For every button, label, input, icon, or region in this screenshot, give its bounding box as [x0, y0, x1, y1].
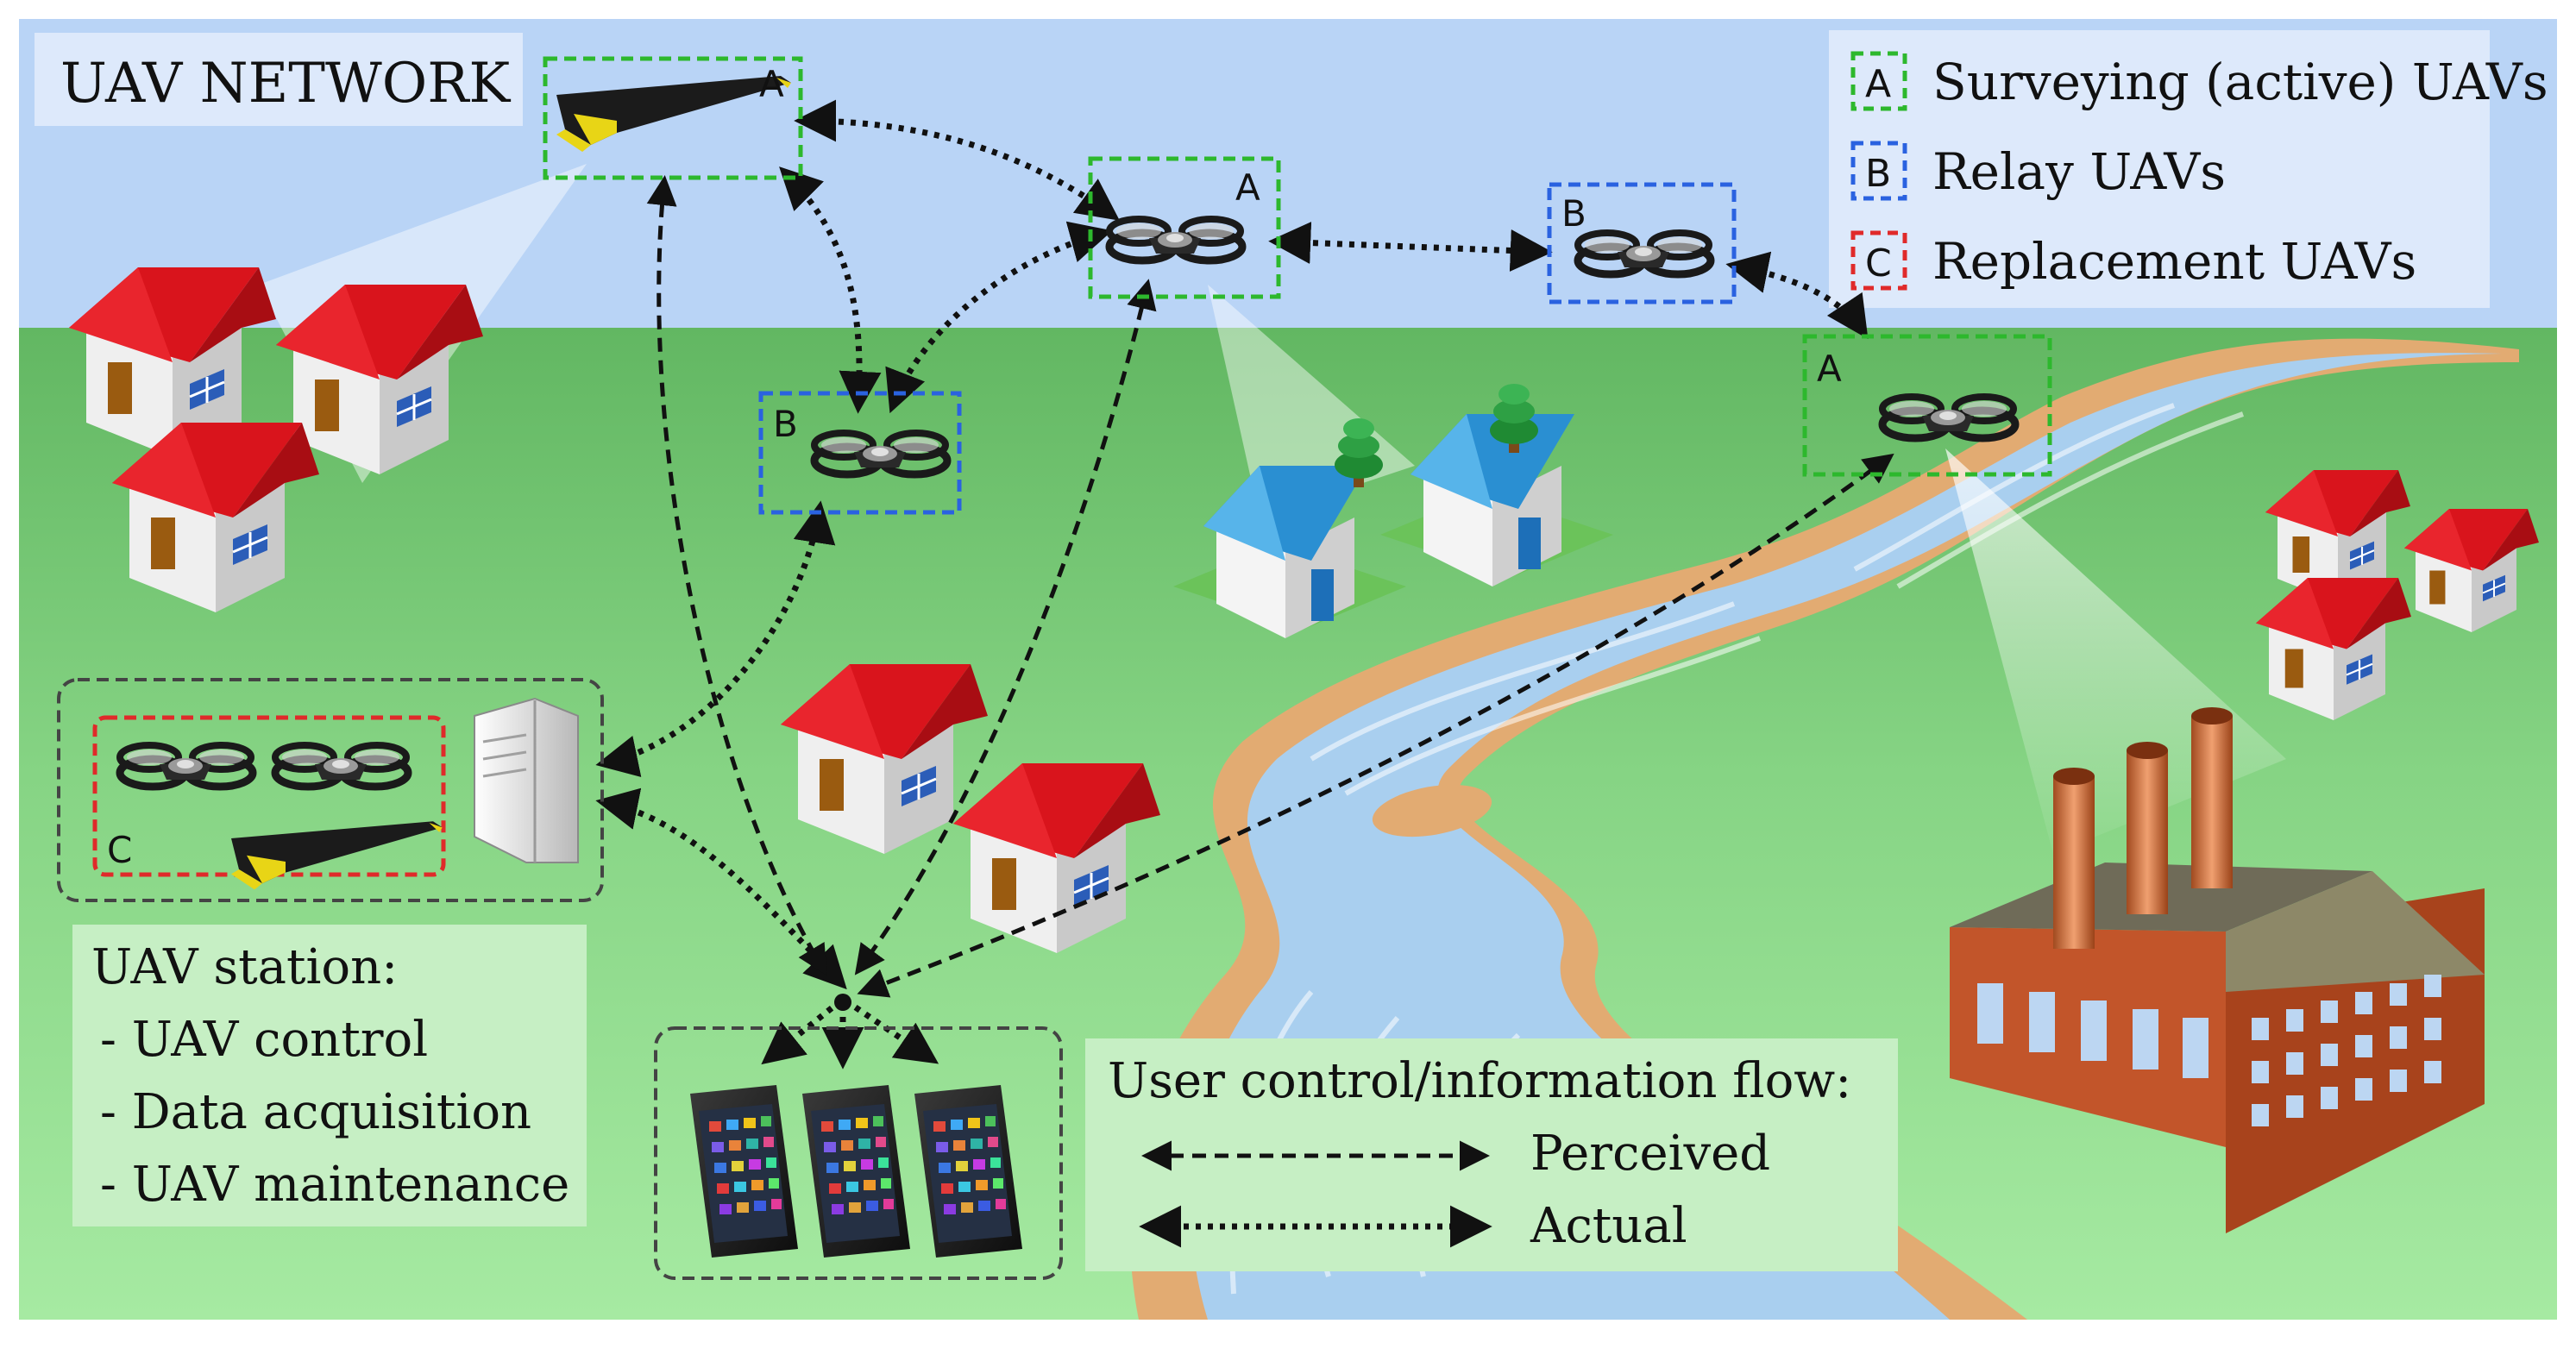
- station-item: - UAV control: [100, 1012, 428, 1068]
- link-actual: [761, 998, 844, 1065]
- legend-letter-b: B: [1865, 152, 1891, 196]
- user-hub-dot: [834, 994, 851, 1011]
- link-perceived: [857, 453, 1894, 998]
- factory: [1950, 707, 2485, 1233]
- uav-letter: C: [107, 829, 132, 871]
- uav-letter: B: [773, 403, 798, 445]
- station-item: - Data acquisition: [100, 1084, 531, 1140]
- active-uav-box: [543, 56, 803, 180]
- active-uav-box: [1802, 334, 2052, 477]
- uav-legend: A Surveying (active) UAVs B Relay UAVs C…: [1829, 30, 2548, 308]
- uav-station: C: [57, 678, 604, 902]
- replacement-uav-box: [92, 715, 446, 877]
- flow-perceived-label: Perceived: [1530, 1126, 1770, 1182]
- flow-legend: User control/information flow: Perceived…: [1085, 1038, 1898, 1271]
- legend-label-active: Surveying (active) UAVs: [1932, 53, 2548, 111]
- link-actual: [1268, 222, 1553, 272]
- legend-label-relay: Relay UAVs: [1932, 142, 2226, 201]
- flow-actual-label: Actual: [1530, 1198, 1687, 1254]
- relay-uav-box: [758, 391, 962, 515]
- uav-letter: A: [1817, 348, 1842, 390]
- station-heading: UAV station:: [91, 939, 398, 995]
- uav-letter: B: [1561, 192, 1586, 235]
- legend-label-replacement: Replacement UAVs: [1932, 232, 2416, 291]
- station-item: - UAV maintenance: [100, 1157, 569, 1213]
- flow-heading: User control/information flow:: [1108, 1053, 1851, 1109]
- station-info-box: [72, 925, 587, 1226]
- title-box: [35, 33, 523, 126]
- legend-letter-a: A: [1865, 62, 1891, 106]
- active-uav-box: [1088, 156, 1281, 299]
- link-perceived: [646, 175, 827, 976]
- uav-letter: A: [1235, 166, 1260, 209]
- diagram-title: UAV NETWORK: [60, 52, 511, 116]
- legend-letter-c: C: [1865, 242, 1892, 285]
- user-devices: [654, 1026, 1063, 1280]
- uav-letter: A: [759, 63, 784, 105]
- server-icon: [474, 697, 579, 863]
